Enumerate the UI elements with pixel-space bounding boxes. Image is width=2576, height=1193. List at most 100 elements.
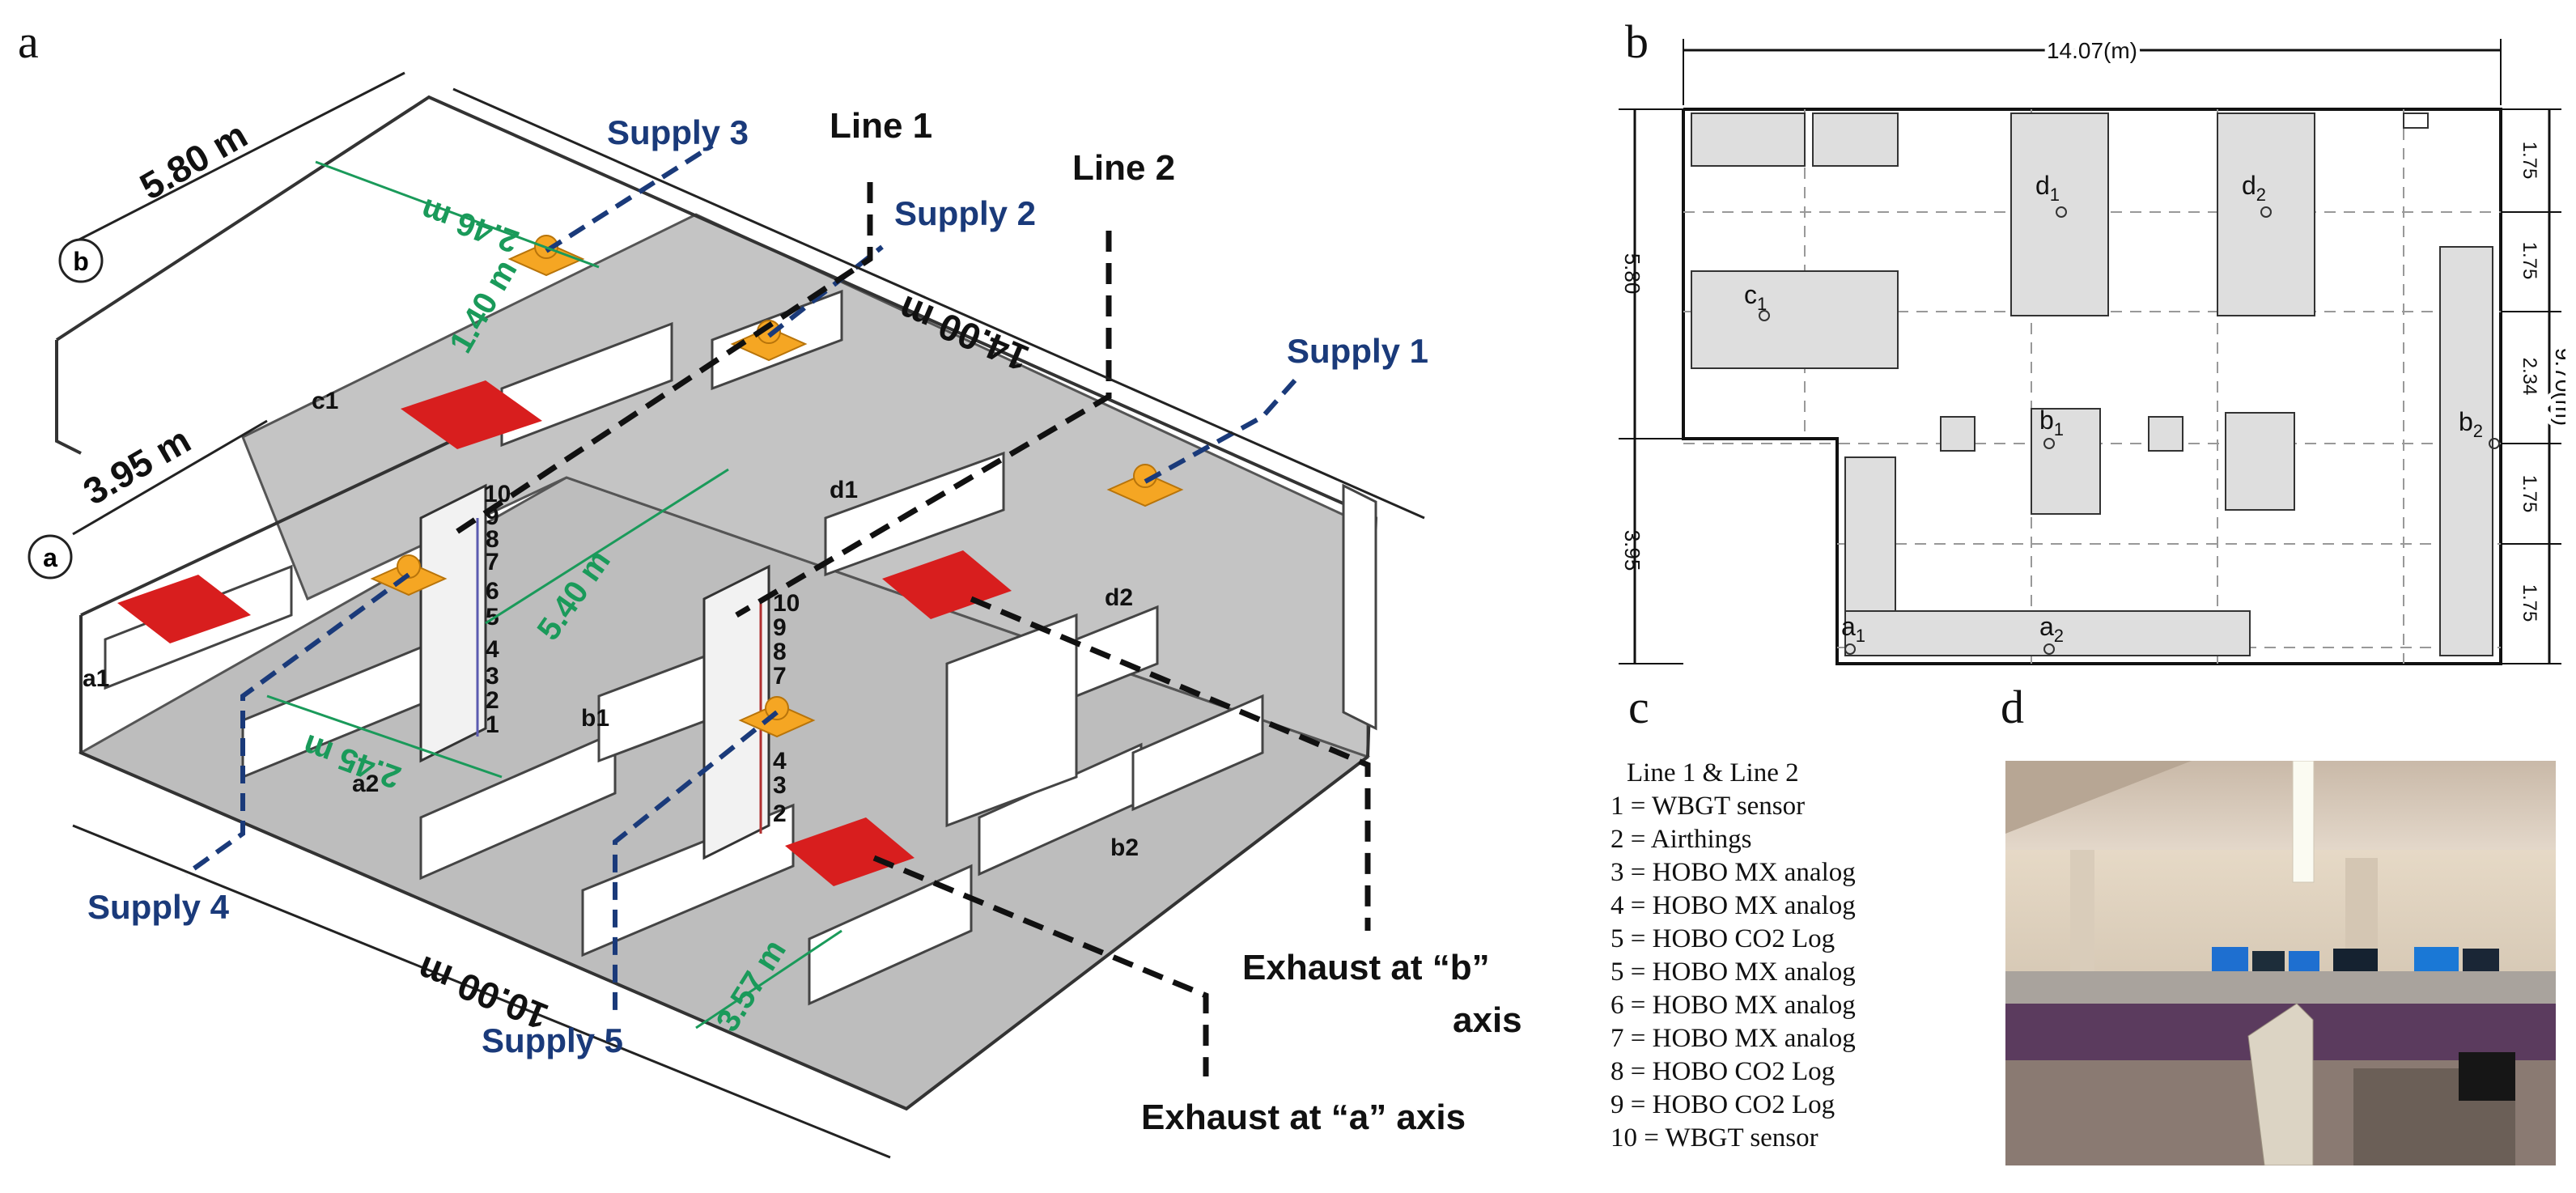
sensor-b2: b2: [1110, 834, 1139, 861]
green-dim-line-4: [266, 694, 503, 779]
floor-plan-diagram: 14.07(m) 5.80 3.95 1.75 1.75 2.34 1.75 1…: [1619, 34, 2565, 665]
pole2-num-8: 8: [773, 639, 787, 665]
supply-2-label: Supply 2: [894, 194, 1036, 232]
axis-a-label: a: [43, 543, 57, 572]
plan-desk-a-horiz: [1844, 610, 2251, 656]
sensor-a1: a1: [83, 665, 109, 692]
pole1-num-6: 6: [486, 578, 499, 605]
panel-label-a: a: [18, 15, 39, 68]
plan-point-c1: [1759, 310, 1770, 321]
plan-desk-2: [1812, 113, 1899, 167]
outer-wall-left: [55, 340, 82, 455]
monitor: [2463, 949, 2499, 973]
pole1-num-4: 4: [486, 636, 499, 663]
plan-label-c1: c1: [1744, 280, 1767, 314]
plan-seg-3: 2.34: [2519, 358, 2540, 396]
line-1-path: [452, 182, 873, 537]
pole1-num-2: 2: [486, 687, 499, 714]
legend-item: 4 = HOBO MX analog: [1611, 891, 1856, 920]
ceiling-light: [2292, 761, 2315, 883]
legend-title: Line 1 & Line 2: [1627, 758, 1799, 788]
exhaust-b-label-1: Exhaust at “b”: [1242, 948, 1490, 987]
pole1-num-8: 8: [486, 526, 499, 553]
green-dim-line-5: [695, 929, 842, 1030]
plan-desk-d2: [2217, 113, 2315, 316]
pole1-num-7: 7: [486, 549, 499, 575]
legend-item: 2 = Airthings: [1611, 825, 1752, 854]
green-dim-line-3: [485, 468, 729, 625]
monitor: [2414, 947, 2459, 973]
line-2-label: Line 2: [1072, 148, 1175, 188]
cubicle-divider: [2247, 1003, 2314, 1165]
plan-seg-5: 1.75: [2519, 584, 2540, 622]
legend-item: 6 = HOBO MX analog: [1611, 991, 1856, 1020]
sensor-d2: d2: [1105, 584, 1133, 611]
pole1-num-5: 5: [486, 604, 499, 630]
legend-item: 5 = HOBO MX analog: [1611, 957, 1856, 987]
plan-desk-c: [1691, 270, 1899, 369]
sensor-a2: a2: [352, 771, 379, 797]
supply-1-label: Supply 1: [1287, 332, 1428, 370]
pole2-num-3: 3: [773, 772, 787, 799]
plan-point-a2: [2043, 643, 2055, 655]
plan-label-b2: b2: [2459, 407, 2483, 441]
exhaust-a-path: [872, 855, 1209, 1076]
legend-item: 7 = HOBO MX analog: [1611, 1024, 1856, 1053]
exhaust-grille-a1: [117, 575, 251, 643]
supply-4-label: Supply 4: [87, 888, 230, 926]
supply-diffuser-1: [1106, 472, 1184, 507]
plan-desk-small-3: [2225, 412, 2295, 511]
plan-dim-right: 9.70(m): [2551, 348, 2565, 426]
plan-desk-b2: [2439, 246, 2493, 656]
monitor: [2212, 947, 2248, 971]
line-1-label: Line 1: [830, 106, 932, 146]
pole-line-1: [419, 483, 487, 763]
step-wall: [80, 423, 486, 617]
supply-duct-3: [545, 143, 714, 253]
plan-label-a2: a2: [2039, 612, 2064, 646]
legend-item: 1 = WBGT sensor: [1611, 792, 1806, 821]
supply-5-label: Supply 5: [482, 1021, 623, 1059]
exhaust-b-path: [970, 596, 1371, 931]
plan-point-b1: [2043, 438, 2055, 449]
exhaust-grille-b: [785, 817, 915, 886]
plan-point-a1: [1844, 643, 1856, 655]
plan-desk-d1: [2010, 113, 2109, 316]
plan-desk-b1: [2031, 408, 2101, 515]
green-dim-line-1: [315, 160, 600, 269]
outer-wall-front: [79, 615, 1369, 1111]
dim-395: 3.95 m: [76, 418, 197, 513]
panel-label-c: c: [1628, 681, 1649, 733]
plan-label-d2: d2: [2242, 171, 2266, 205]
plan-dim-left-upper: 5.80: [1620, 253, 1644, 295]
plan-point-d2: [2260, 206, 2272, 218]
legend-item: 5 = HOBO CO2 Log: [1611, 924, 1835, 953]
plan-point-b2: [2489, 438, 2500, 449]
axis-b-label: b: [73, 247, 89, 276]
plan-label-a1: a1: [1841, 612, 1865, 646]
panel-label-b: b: [1625, 15, 1649, 68]
green-dim-246: 2.46 m: [416, 192, 523, 260]
pole1-num-1: 1: [486, 711, 499, 738]
pole2-num-4: 4: [773, 748, 787, 775]
monitor: [2252, 951, 2285, 974]
plan-seg-1: 1.75: [2519, 142, 2540, 180]
dim-line-1400: [452, 87, 1425, 520]
monitor: [2333, 949, 2378, 973]
legend-item: 3 = HOBO MX analog: [1611, 858, 1856, 887]
plan-dim-top: 14.07(m): [2047, 38, 2137, 63]
line-2-path: [735, 231, 1112, 618]
legend-item: 10 = WBGT sensor: [1611, 1123, 1818, 1153]
legend-item: 8 = HOBO CO2 Log: [1611, 1057, 1835, 1086]
plan-seg-4: 1.75: [2519, 475, 2540, 513]
pole2-num-10: 10: [773, 590, 800, 617]
pole1-num-3: 3: [486, 663, 499, 690]
dim-line-580: [72, 71, 405, 244]
plan-desk-small-2: [2148, 416, 2183, 452]
dim-line-1000: [72, 824, 891, 1159]
pole2-num-9: 9: [773, 614, 787, 641]
plan-seg-2: 1.75: [2519, 242, 2540, 280]
legend-item: 9 = HOBO CO2 Log: [1611, 1090, 1835, 1119]
plan-dim-left-lower: 3.95: [1620, 530, 1644, 571]
plan-desk-1: [1691, 113, 1806, 167]
